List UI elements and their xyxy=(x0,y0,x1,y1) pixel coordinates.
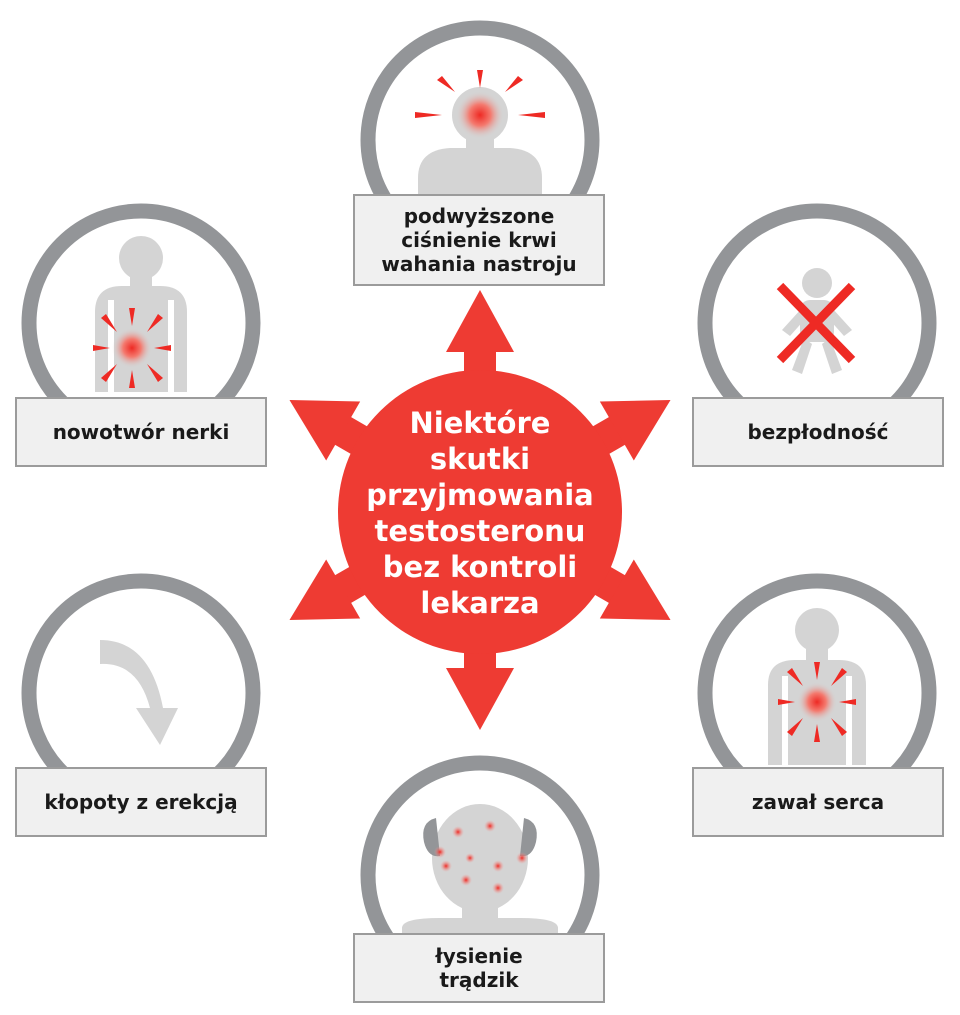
crossed-baby-icon xyxy=(776,268,856,374)
chest-pain-icon xyxy=(768,608,866,766)
center-line: testosteronu xyxy=(374,514,586,548)
label-bottom: łysienie trądzik xyxy=(353,933,605,1003)
curved-arrow-down-icon xyxy=(100,640,178,745)
label-line: trądzik xyxy=(439,968,519,992)
label-lower-right: zawał serca xyxy=(692,767,944,837)
center-line: lekarza xyxy=(420,586,540,620)
label-line: kłopoty z erekcją xyxy=(44,790,238,814)
label-line: bezpłodność xyxy=(747,420,889,444)
center-line: skutki xyxy=(429,442,531,476)
center-line: Niektóre xyxy=(409,406,551,440)
label-line: ciśnienie krwi xyxy=(401,228,557,252)
center-title: Niektóre skutki przyjmowania testosteron… xyxy=(340,393,620,633)
label-line: łysienie xyxy=(435,944,523,968)
label-lower-left: kłopoty z erekcją xyxy=(15,767,267,837)
kidney-pain-icon xyxy=(93,236,187,392)
center-line: przyjmowania xyxy=(366,478,594,512)
label-line: nowotwór nerki xyxy=(52,420,230,444)
head-pain-icon xyxy=(415,70,545,195)
label-line: podwyższone xyxy=(403,204,555,228)
center-circle xyxy=(338,370,622,654)
label-upper-left: nowotwór nerki xyxy=(15,397,267,467)
balding-acne-head-icon xyxy=(402,804,558,935)
center-arrows xyxy=(289,290,671,730)
center-line: bez kontroli xyxy=(382,550,578,584)
label-line: wahania nastroju xyxy=(381,252,577,276)
label-upper-right: bezpłodność xyxy=(692,397,944,467)
label-line: zawał serca xyxy=(751,790,885,814)
label-top: podwyższone ciśnienie krwi wahania nastr… xyxy=(353,194,605,286)
